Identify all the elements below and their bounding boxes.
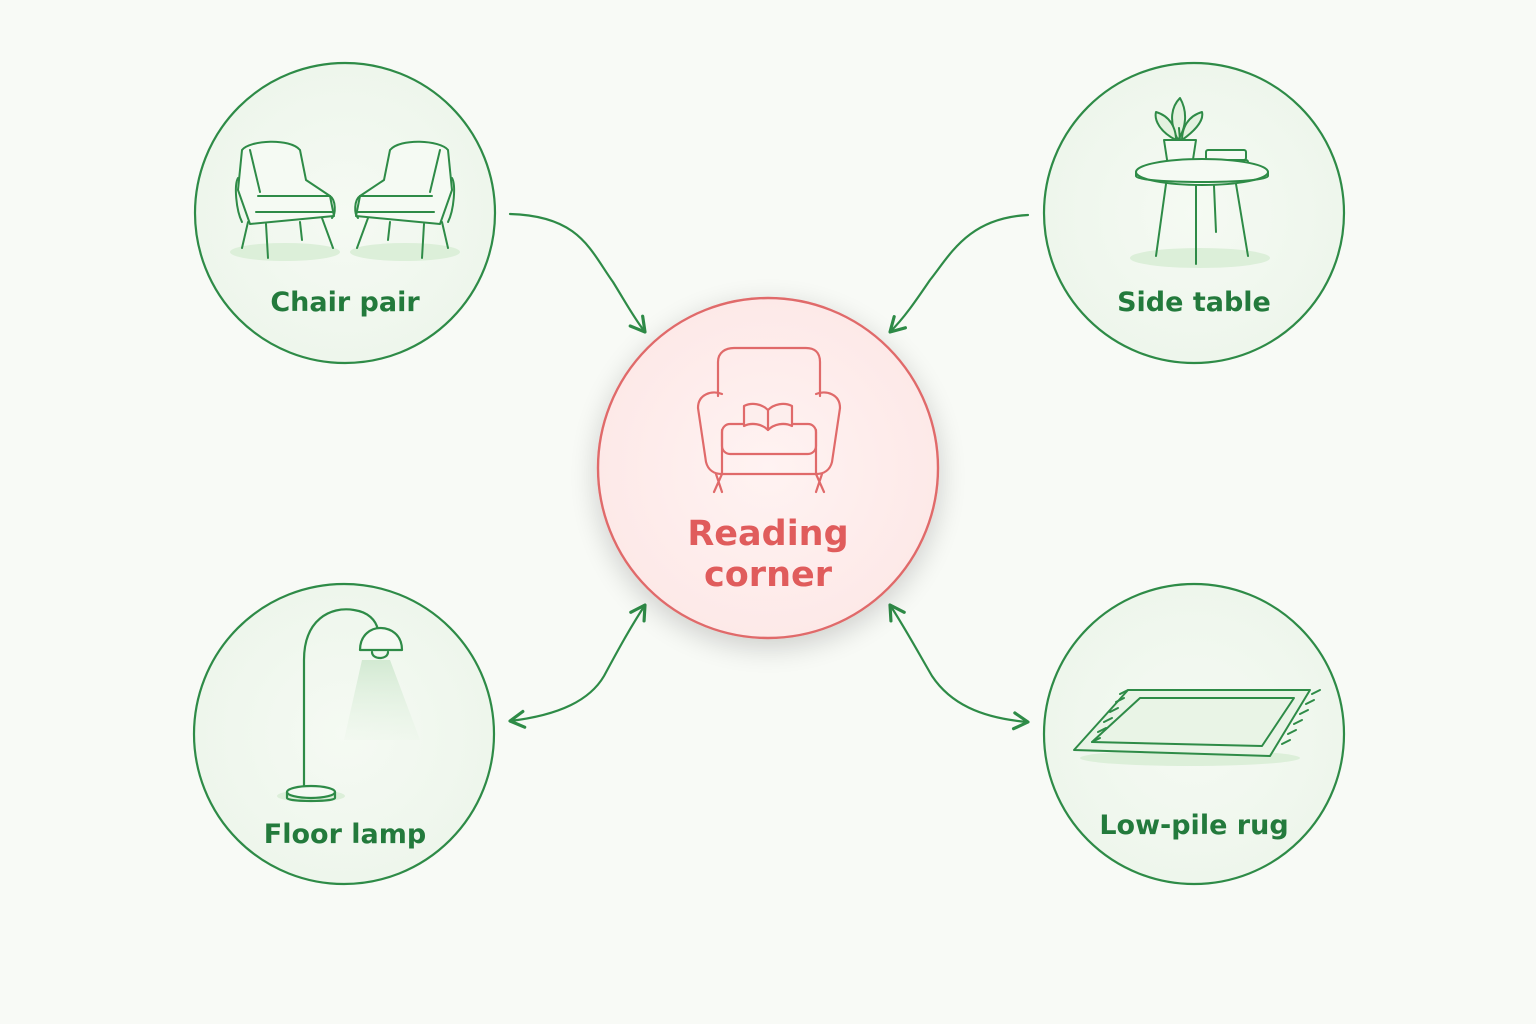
rug-icon (1073, 689, 1321, 766)
center-label-line1: Reading (687, 514, 848, 554)
node-label-side-table: Side table (1117, 287, 1271, 318)
arrow-rug-bidirectional (888, 603, 1030, 731)
node-floor-lamp: Floor lamp (192, 582, 496, 886)
node-label-low-pile-rug: Low-pile rug (1099, 810, 1288, 841)
two-armchairs-icon (230, 140, 460, 261)
node-low-pile-rug: Low-pile rug (1042, 582, 1346, 886)
node-chair-pair: Chair pair (193, 61, 497, 365)
center-label-line2: corner (704, 555, 833, 595)
armchair-with-book-icon (696, 346, 842, 494)
node-side-table: Side table (1042, 61, 1346, 365)
arrow-floor-lamp-bidirectional (508, 603, 647, 729)
side-table-with-plant-icon (1130, 97, 1270, 268)
arrow-chair-pair-to-center (508, 212, 647, 334)
connector-arrows (508, 212, 1030, 731)
node-reading-corner: Reading corner (596, 296, 940, 640)
node-label-floor-lamp: Floor lamp (264, 819, 426, 850)
arrow-side-table-to-center (888, 213, 1030, 334)
node-label-chair-pair: Chair pair (270, 287, 420, 318)
floor-lamp-icon (277, 608, 420, 803)
